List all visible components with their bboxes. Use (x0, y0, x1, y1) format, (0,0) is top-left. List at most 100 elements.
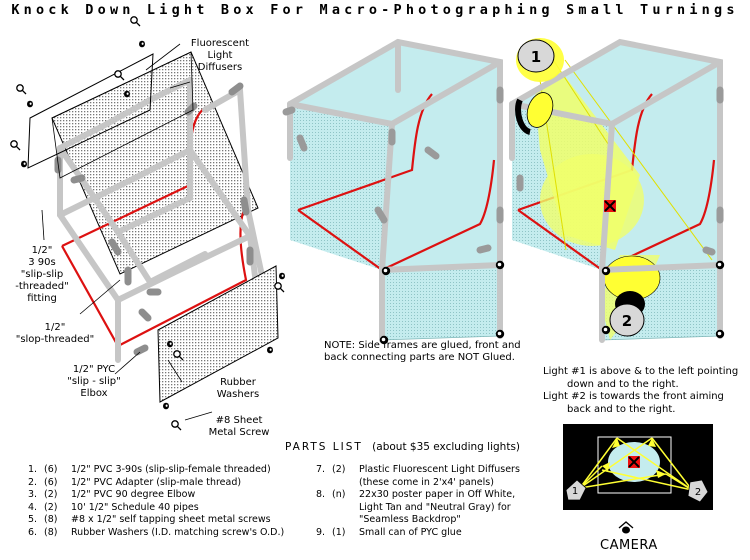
label-elbow-line: "slip - slip" (67, 376, 121, 387)
lights-line: Light #1 is above & to the left pointing (543, 366, 739, 377)
label-fitting-line: -threaded" (15, 281, 69, 292)
part-number: 6. (28, 526, 38, 538)
lights-line: Light #2 is towards the front aiming (543, 391, 724, 402)
part-qty: (6) (44, 476, 58, 488)
parts-list-item: 5. (8) #8 x 1/2" self tapping sheet metal … (28, 514, 284, 527)
part-number (316, 477, 332, 490)
label-3-90s-fitting: 1/2" 3 90s "slip-slip -threaded" fitting (8, 245, 76, 305)
label-elbow-line: Elbox (80, 388, 108, 399)
part-qty: (8) (44, 514, 58, 525)
label-fitting-line: 1/2" (31, 245, 53, 256)
light-1-number: 1 (531, 48, 541, 66)
label-screw-line: Metal Screw (208, 427, 270, 438)
label-adapter-line: 1/2" (44, 322, 66, 333)
part-number: 8. (316, 489, 326, 500)
part-number (316, 514, 332, 527)
note-line: back connecting parts are NOT Glued. (324, 352, 515, 363)
part-desc: #8 x 1/2" self tapping sheet metal screw… (71, 514, 271, 525)
part-qty (332, 514, 359, 527)
part-desc: 22x30 poster paper in Off White, (359, 489, 516, 500)
label-diffusers: Fluorescent Light Diffusers (180, 38, 260, 74)
part-qty: (n) (332, 489, 346, 500)
parts-list-right: 7. (2) Plastic Fluorescent Light Diffusers… (316, 464, 520, 539)
parts-list-item: 3.(2)1/2" PVC 90 degree Elbow (28, 489, 284, 502)
target-x-icon (604, 200, 616, 212)
pvc-frame-exploded (57, 77, 268, 363)
light-2-icon (609, 291, 645, 337)
parts-list-item: Light Tan and "Neutral Gray) for (316, 502, 520, 515)
part-desc: Small can of PYC glue (359, 526, 462, 538)
part-desc: Plastic Fluorescent Light Diffusers (359, 464, 520, 475)
label-adapter-line: "slop-threaded" (15, 334, 95, 345)
label-elbow: 1/2" PYC "slip - slip" Elbox (58, 364, 130, 400)
parts-list-cost: (about $35 excluding lights) (372, 441, 521, 453)
light-2-number: 2 (622, 312, 632, 330)
note-text: NOTE: Side frames are glued, front and b… (324, 340, 521, 364)
part-desc: "Seamless Backdrop" (359, 514, 461, 525)
part-desc: 1/2" PVC 90 degree Elbow (71, 489, 196, 500)
label-diffusers-line: Diffusers (197, 62, 243, 73)
assembled-box (282, 38, 505, 345)
parts-list-item: (these come in 2'x4' panels) (316, 477, 520, 490)
part-desc: (these come in 2'x4' panels) (359, 476, 494, 488)
part-qty (332, 477, 359, 490)
parts-list-item: 1. (6) 1/2" PVC 3-90s (slip-slip-female th… (28, 464, 284, 477)
front-diffuser-panel (157, 265, 279, 403)
part-qty: (8) (44, 526, 58, 538)
label-screw-line: #8 Sheet (215, 415, 263, 426)
part-desc: 1/2" PVC 3-90s (slip-slip-female threade… (71, 464, 271, 475)
side-diffuser-panel (27, 53, 154, 169)
parts-list-item: 6. (8) Rubber Washers (I.D. matching screw… (28, 527, 284, 540)
part-number: 2. (28, 476, 38, 488)
parts-list-item: 8. (n) 22x30 poster paper in Off White, (316, 489, 520, 502)
part-qty: (6) (44, 464, 58, 475)
parts-list-left: 1. (6) 1/2" PVC 3-90s (slip-slip-female th… (28, 464, 284, 539)
part-qty: (1) (332, 526, 346, 538)
part-qty (332, 502, 359, 515)
parts-list-title: PARTS LIST (about $35 excluding lights) (285, 441, 520, 453)
light-1-icon (515, 38, 564, 135)
label-washers: Rubber Washers (210, 377, 266, 401)
camera-label: CAMERA (600, 538, 658, 553)
part-number: 1. (28, 464, 38, 475)
parts-list-item: 9. (1) Small can of PYC glue (316, 527, 520, 540)
camera-icon (618, 521, 634, 534)
lights-line: back and to the right. (567, 403, 676, 415)
inset-light-2-number: 2 (695, 487, 701, 498)
part-number: 3. (28, 489, 38, 500)
parts-list-item: "Seamless Backdrop" (316, 514, 520, 527)
part-desc: 10' 1/2" Schedule 40 pipes (71, 501, 199, 513)
label-fitting-line: 3 90s (28, 257, 56, 268)
lights-description: Light #1 is above & to the left pointing… (543, 366, 738, 416)
label-washers-line: Rubber (220, 377, 256, 388)
lights-line: down and to the right. (567, 378, 679, 390)
label-elbow-line: 1/2" PYC (72, 364, 116, 375)
part-number: 5. (28, 514, 38, 525)
label-fitting-line: fitting (27, 293, 57, 304)
top-view-inset: 1 2 (563, 424, 713, 534)
label-washers-line: Washers (216, 389, 260, 400)
label-screw: #8 Sheet Metal Screw (204, 415, 274, 439)
label-diffusers-line: Fluorescent (190, 38, 250, 49)
label-fitting-line: "slip-slip (20, 269, 64, 280)
page-title: Knock Down Light Box For Macro-Photograp… (11, 2, 739, 18)
inset-target-x-icon (628, 456, 640, 468)
part-qty: (2) (44, 501, 58, 513)
label-adapter: 1/2" "slop-threaded" (14, 322, 96, 346)
exploded-view (10, 16, 285, 431)
label-diffusers-line: Light (207, 50, 233, 61)
part-desc: 1/2" PVC Adapter (slip-male thread) (71, 476, 242, 488)
part-desc: Light Tan and "Neutral Gray) for (359, 501, 511, 513)
lit-box: 1 2 (509, 38, 725, 343)
part-number: 7. (316, 464, 326, 475)
parts-list-item: 2. (6) 1/2" PVC Adapter (slip-male thread) (28, 477, 284, 490)
part-qty: (2) (332, 464, 346, 475)
back-diffuser-panel (51, 51, 259, 275)
part-number (316, 502, 332, 515)
parts-list-item: 7. (2) Plastic Fluorescent Light Diffusers (316, 464, 520, 477)
part-desc: Rubber Washers (I.D. matching screw's O.… (71, 526, 285, 538)
parts-list-item: 4. (2) 10' 1/2" Schedule 40 pipes (28, 502, 284, 515)
part-number: 9. (316, 526, 326, 538)
part-number: 4. (28, 501, 38, 513)
parts-list-heading: PARTS LIST (285, 441, 363, 453)
